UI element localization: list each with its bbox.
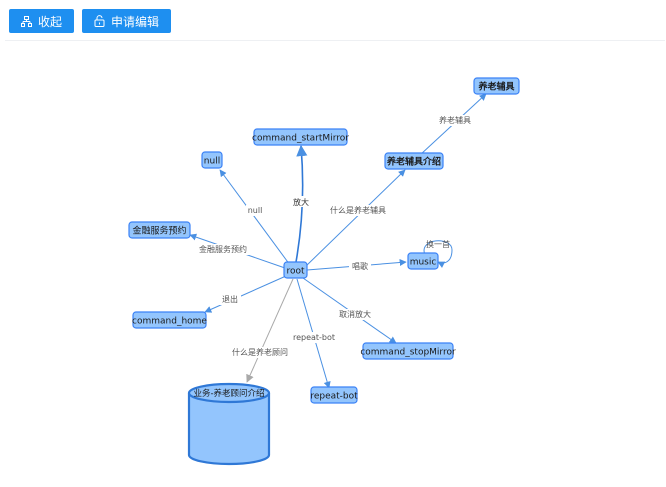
canvas-panel xyxy=(5,40,665,486)
edge-label-advisor: 什么是养老顾问 xyxy=(232,347,288,357)
node-music-label: music xyxy=(410,258,437,268)
edge-label-cancel: 取消放大 xyxy=(339,309,371,319)
edge-music-loop[interactable] xyxy=(423,240,453,268)
node-repeat-bot[interactable]: repeat-bot xyxy=(310,386,358,404)
node-music[interactable]: music xyxy=(407,252,439,270)
edge-root-advisor[interactable] xyxy=(246,278,294,383)
node-command-startmirror[interactable]: command_startMirror xyxy=(252,128,349,146)
node-root[interactable]: root xyxy=(283,261,308,279)
collapse-label: 收起 xyxy=(38,14,63,29)
node-finance[interactable]: 金融服务预约 xyxy=(128,221,191,239)
node-command-home-label: command_home xyxy=(132,317,207,327)
node-finance-label: 金融服务预约 xyxy=(132,225,186,237)
node-null[interactable]: null xyxy=(201,151,223,169)
node-null-label: null xyxy=(204,157,220,167)
nodes: root null command_startMirror 养老辅具 养老辅具介… xyxy=(128,77,520,466)
edge-labels: null 放大 什么是养老辅具 养老辅具 金融服务预约 唱歌 换一首 退出 取消… xyxy=(196,115,473,358)
edge-label-what-aids: 什么是养老辅具 xyxy=(330,205,386,215)
node-command-startmirror-label: command_startMirror xyxy=(252,134,349,144)
node-command-home[interactable]: command_home xyxy=(132,311,207,329)
node-aids-intro[interactable]: 养老辅具介绍 xyxy=(384,152,444,170)
edge-root-home[interactable] xyxy=(204,275,287,313)
node-command-stopmirror-label: command_stopMirror xyxy=(360,348,456,358)
node-root-label: root xyxy=(286,267,305,277)
node-aids-label: 养老辅具 xyxy=(477,81,514,93)
toolbar: 收起 申请编辑 xyxy=(9,9,172,33)
node-advisor-database[interactable]: 业务-养老顾问介绍 xyxy=(187,382,271,466)
edge-root-null[interactable] xyxy=(219,169,291,266)
edge-label-tuichu: 退出 xyxy=(222,294,238,304)
edge-label-repeat: repeat-bot xyxy=(293,333,335,342)
edge-label-finance: 金融服务预约 xyxy=(199,244,247,254)
apply-edit-button[interactable]: 申请编辑 xyxy=(82,9,172,33)
apply-edit-label: 申请编辑 xyxy=(111,14,160,29)
tree-icon xyxy=(21,15,32,27)
edge-label-fangda: 放大 xyxy=(293,197,309,207)
node-command-stopmirror[interactable]: command_stopMirror xyxy=(360,342,456,360)
node-aids-intro-label: 养老辅具介绍 xyxy=(386,156,441,168)
edge-label-null: null xyxy=(248,206,263,215)
unlock-icon xyxy=(94,15,105,27)
edge-root-aids-intro[interactable] xyxy=(304,169,406,268)
edge-label-changge: 唱歌 xyxy=(352,261,368,271)
node-repeat-bot-label: repeat-bot xyxy=(310,392,358,402)
edge-label-aids: 养老辅具 xyxy=(439,115,471,125)
edge-label-huanyishou: 换一首 xyxy=(426,239,450,249)
node-advisor-database-label: 业务-养老顾问介绍 xyxy=(193,388,264,399)
collapse-button[interactable]: 收起 xyxy=(9,9,75,33)
node-aids[interactable]: 养老辅具 xyxy=(473,77,520,95)
